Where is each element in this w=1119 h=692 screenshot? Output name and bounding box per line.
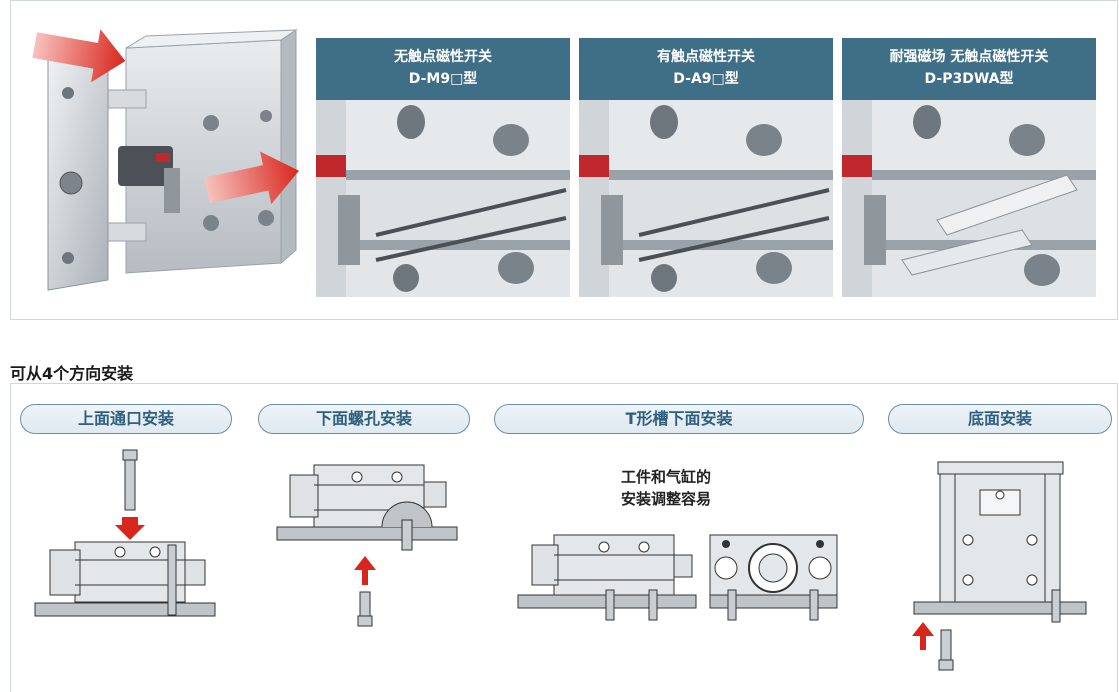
switch-type-name: 有触点磁性开关 bbox=[657, 49, 755, 65]
mounting-methods-frame bbox=[10, 383, 1118, 692]
switch-type-name: 耐强磁场 无触点磁性开关 bbox=[889, 49, 1049, 65]
section-title: 可从4个方向安装 bbox=[10, 364, 134, 383]
switch-model-code: D-P3DWA型 bbox=[924, 71, 1014, 87]
diagram-top-port-mounting bbox=[30, 445, 220, 620]
switch-panel-m9: 无触点磁性开关 D-M9□型 bbox=[316, 38, 570, 297]
cylinder-product-image bbox=[26, 18, 316, 300]
method-label-t-slot: T形槽下面安装 bbox=[494, 404, 864, 434]
switch-panel-header: 耐强磁场 无触点磁性开关 D-P3DWA型 bbox=[842, 38, 1096, 100]
diagram-bottom-face-mounting bbox=[910, 460, 1090, 682]
switch-type-name: 无触点磁性开关 bbox=[394, 49, 492, 65]
switch-panel-a9: 有触点磁性开关 D-A9□型 bbox=[579, 38, 833, 297]
switch-closeup-image bbox=[579, 100, 833, 297]
note-line-2: 安装调整容易 bbox=[621, 490, 712, 508]
switch-panel-header: 无触点磁性开关 D-M9□型 bbox=[316, 38, 570, 100]
method-label-top-port: 上面通口安装 bbox=[20, 404, 232, 434]
diagram-tslot-end-view bbox=[706, 530, 841, 625]
switch-closeup-image bbox=[316, 100, 570, 297]
switch-model-code: D-M9□型 bbox=[408, 71, 478, 87]
method-label-bottom-face: 底面安装 bbox=[888, 404, 1112, 434]
switch-panel-header: 有触点磁性开关 D-A9□型 bbox=[579, 38, 833, 100]
method-label-bottom-thread: 下面螺孔安装 bbox=[258, 404, 470, 434]
diagram-bottom-thread-mounting bbox=[272, 460, 462, 630]
note-line-1: 工件和气缸的 bbox=[621, 468, 712, 486]
switch-panel-p3dwa: 耐强磁场 无触点磁性开关 D-P3DWA型 bbox=[842, 38, 1096, 297]
diagram-tslot-side-view bbox=[514, 530, 699, 625]
switch-closeup-image bbox=[842, 100, 1096, 297]
tslot-note: 工件和气缸的 安装调整容易 bbox=[621, 466, 711, 510]
switch-model-code: D-A9□型 bbox=[673, 71, 739, 87]
